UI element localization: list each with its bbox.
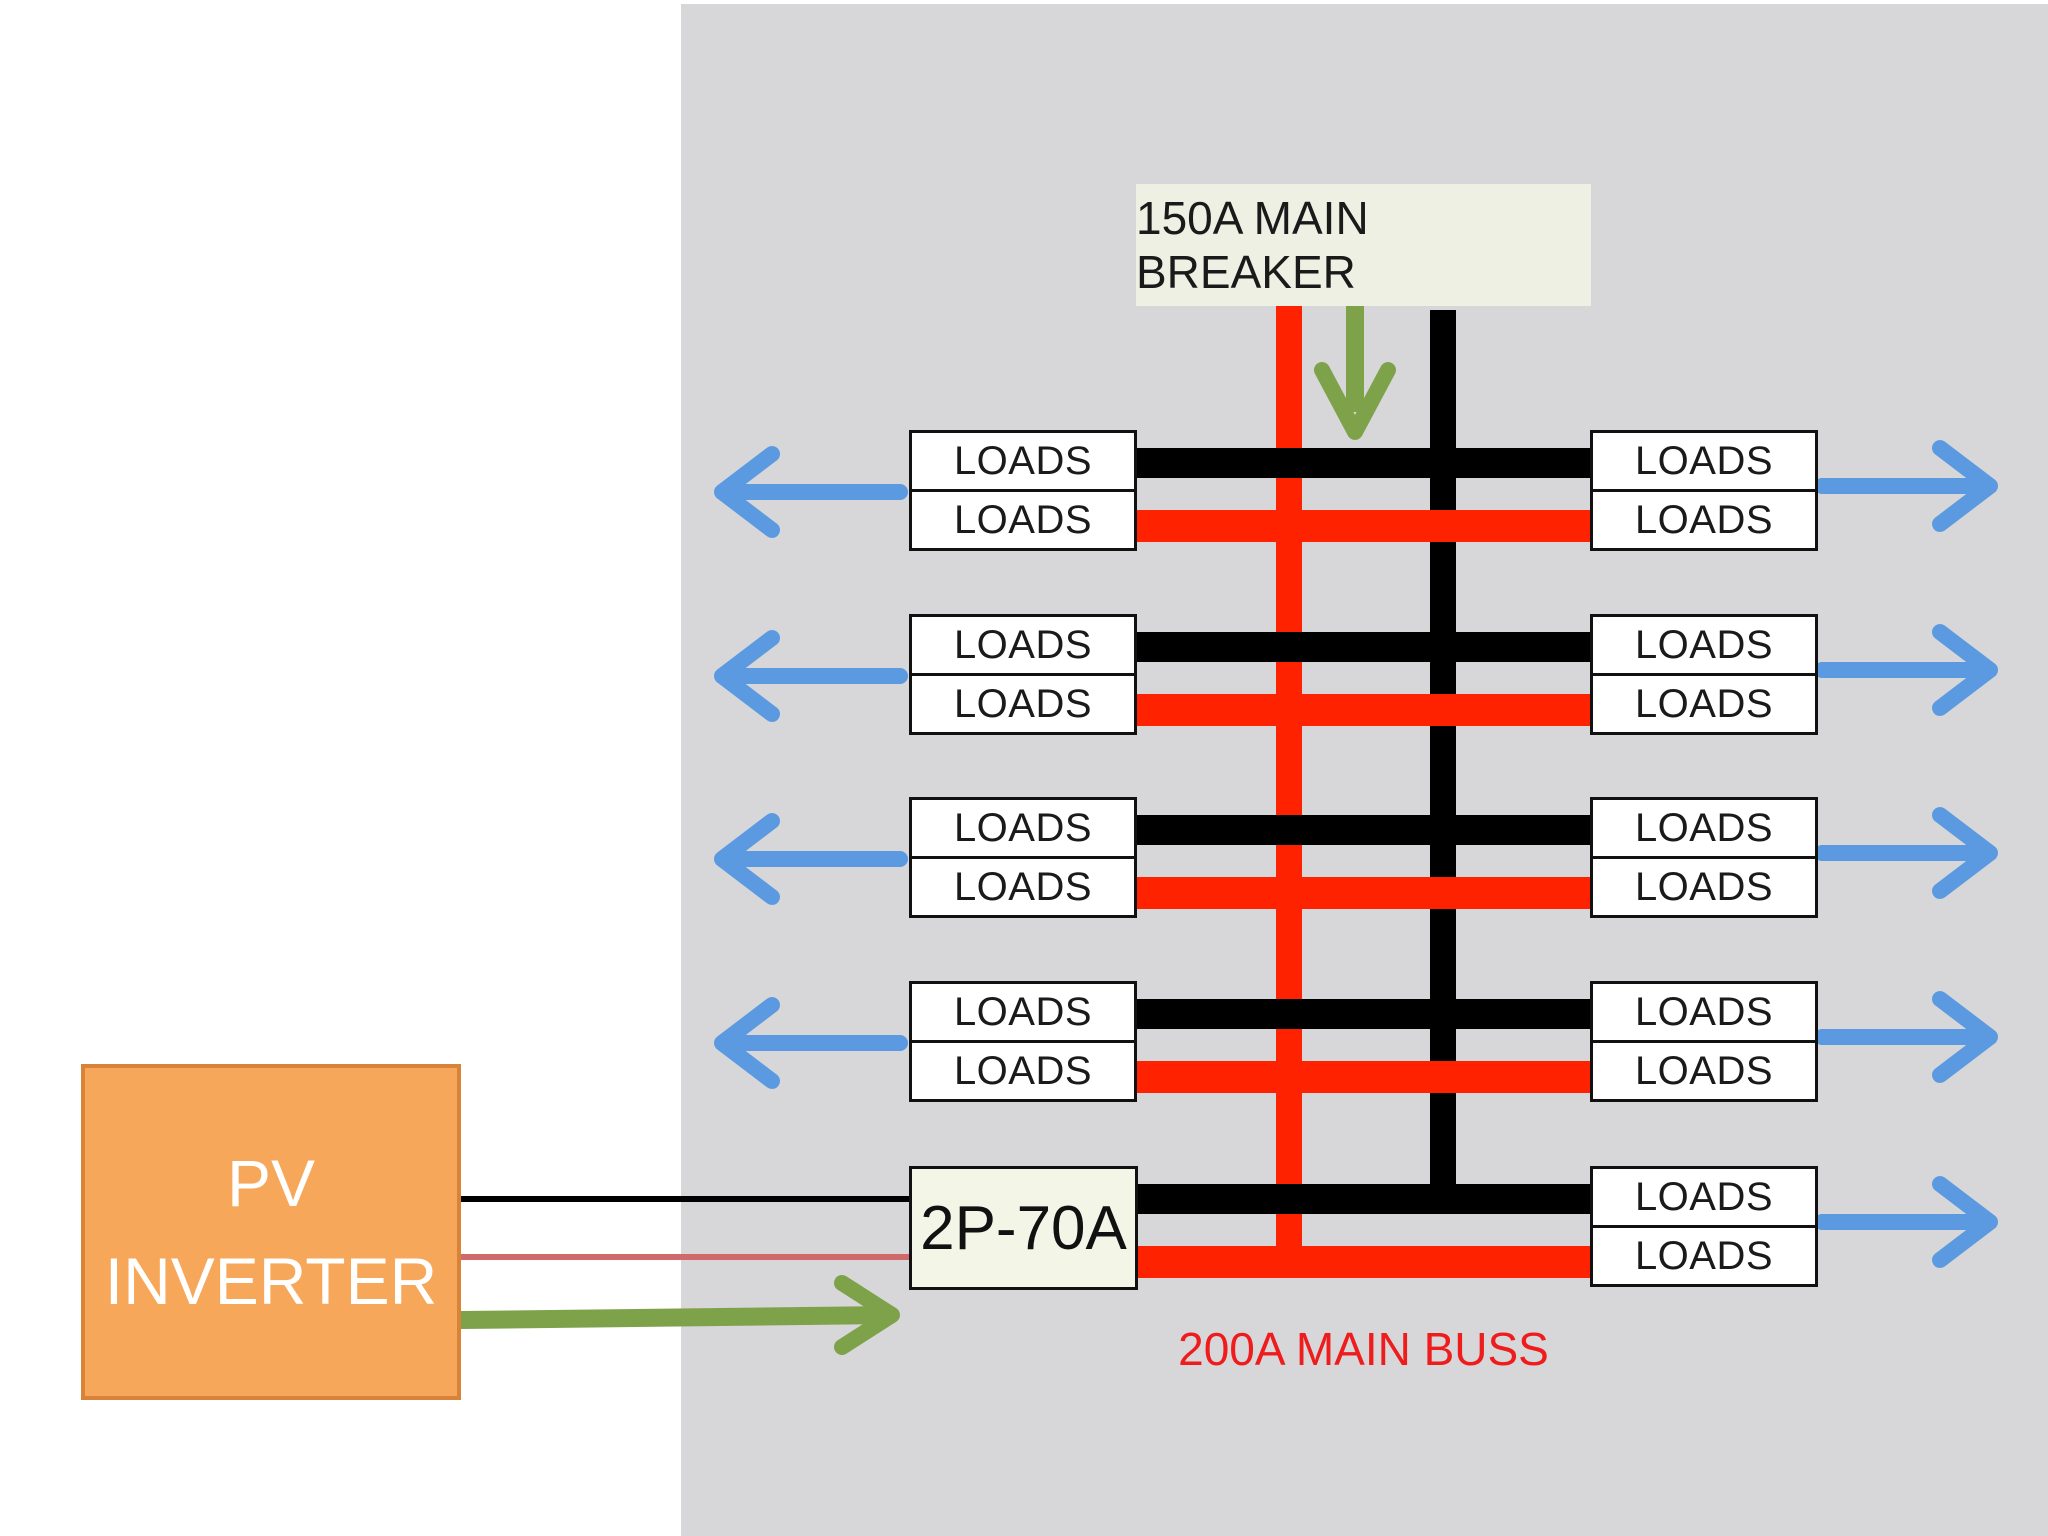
- main-breaker-label: 150A MAIN BREAKER: [1136, 184, 1591, 306]
- main-breaker-current-arrow-icon: [1314, 362, 1396, 440]
- pv-inverter-label-line1: PV: [226, 1146, 316, 1220]
- loads-box-right: LOADS: [1590, 797, 1818, 859]
- load-arrows: [714, 440, 1998, 1268]
- loads-box-right: LOADS: [1590, 489, 1818, 551]
- pv-inverter-box: PV INVERTER: [81, 1064, 461, 1400]
- bus-tap-red: [1134, 1061, 1594, 1093]
- pv-inverter-label-line2: INVERTER: [104, 1244, 438, 1318]
- loads-box-left: LOADS: [909, 430, 1137, 492]
- bus-tap-black: [1134, 999, 1594, 1029]
- bus-tap-black: [1134, 815, 1594, 845]
- loads-box-right: LOADS: [1590, 1225, 1818, 1287]
- backfeed-breaker-box: 2P-70A: [909, 1166, 1138, 1290]
- loads-box-right: LOADS: [1590, 430, 1818, 492]
- loads-box-left: LOADS: [909, 489, 1137, 551]
- left-arrow-icon: [714, 813, 780, 905]
- loads-box-left: LOADS: [909, 673, 1137, 735]
- main-buss-label: 200A MAIN BUSS: [1178, 1323, 1549, 1375]
- loads-box-right: LOADS: [1590, 614, 1818, 676]
- inverter-feed: [452, 1196, 910, 1355]
- right-arrow-icon: [1932, 807, 1998, 899]
- vertical-bus-red: [1276, 302, 1302, 1268]
- bus-tap-black: [1134, 632, 1594, 662]
- bus-tap-red: [1134, 1246, 1594, 1278]
- bus-tap-red: [1134, 877, 1594, 909]
- left-arrow-icon: [714, 630, 780, 722]
- loads-box-right: LOADS: [1590, 856, 1818, 918]
- inverter-current-shaft: [452, 1306, 899, 1329]
- bus-tap-red: [1134, 510, 1594, 542]
- loads-box-left: LOADS: [909, 614, 1137, 676]
- inverter-current-arrow-icon: [834, 1275, 900, 1355]
- loads-box-left: LOADS: [909, 1040, 1137, 1102]
- left-arrow-icon: [714, 446, 780, 538]
- bus-tap-black: [1134, 1184, 1594, 1214]
- loads-box-right: LOADS: [1590, 1166, 1818, 1228]
- loads-box-right: LOADS: [1590, 673, 1818, 735]
- loads-box-right: LOADS: [1590, 981, 1818, 1043]
- loads-box-right: LOADS: [1590, 1040, 1818, 1102]
- left-arrow-icon: [714, 997, 780, 1089]
- bus-tap-black: [1134, 448, 1594, 478]
- right-arrow-icon: [1932, 440, 1998, 532]
- loads-box-left: LOADS: [909, 797, 1137, 859]
- buss-bars: [1134, 282, 1594, 1278]
- right-arrow-icon: [1932, 991, 1998, 1083]
- bus-tap-red: [1134, 694, 1594, 726]
- main-breaker-current-shaft: [1346, 282, 1364, 412]
- loads-box-left: LOADS: [909, 981, 1137, 1043]
- vertical-bus-black: [1430, 310, 1456, 1184]
- loads-box-left: LOADS: [909, 856, 1137, 918]
- right-arrow-icon: [1932, 624, 1998, 716]
- right-arrow-icon: [1932, 1176, 1998, 1268]
